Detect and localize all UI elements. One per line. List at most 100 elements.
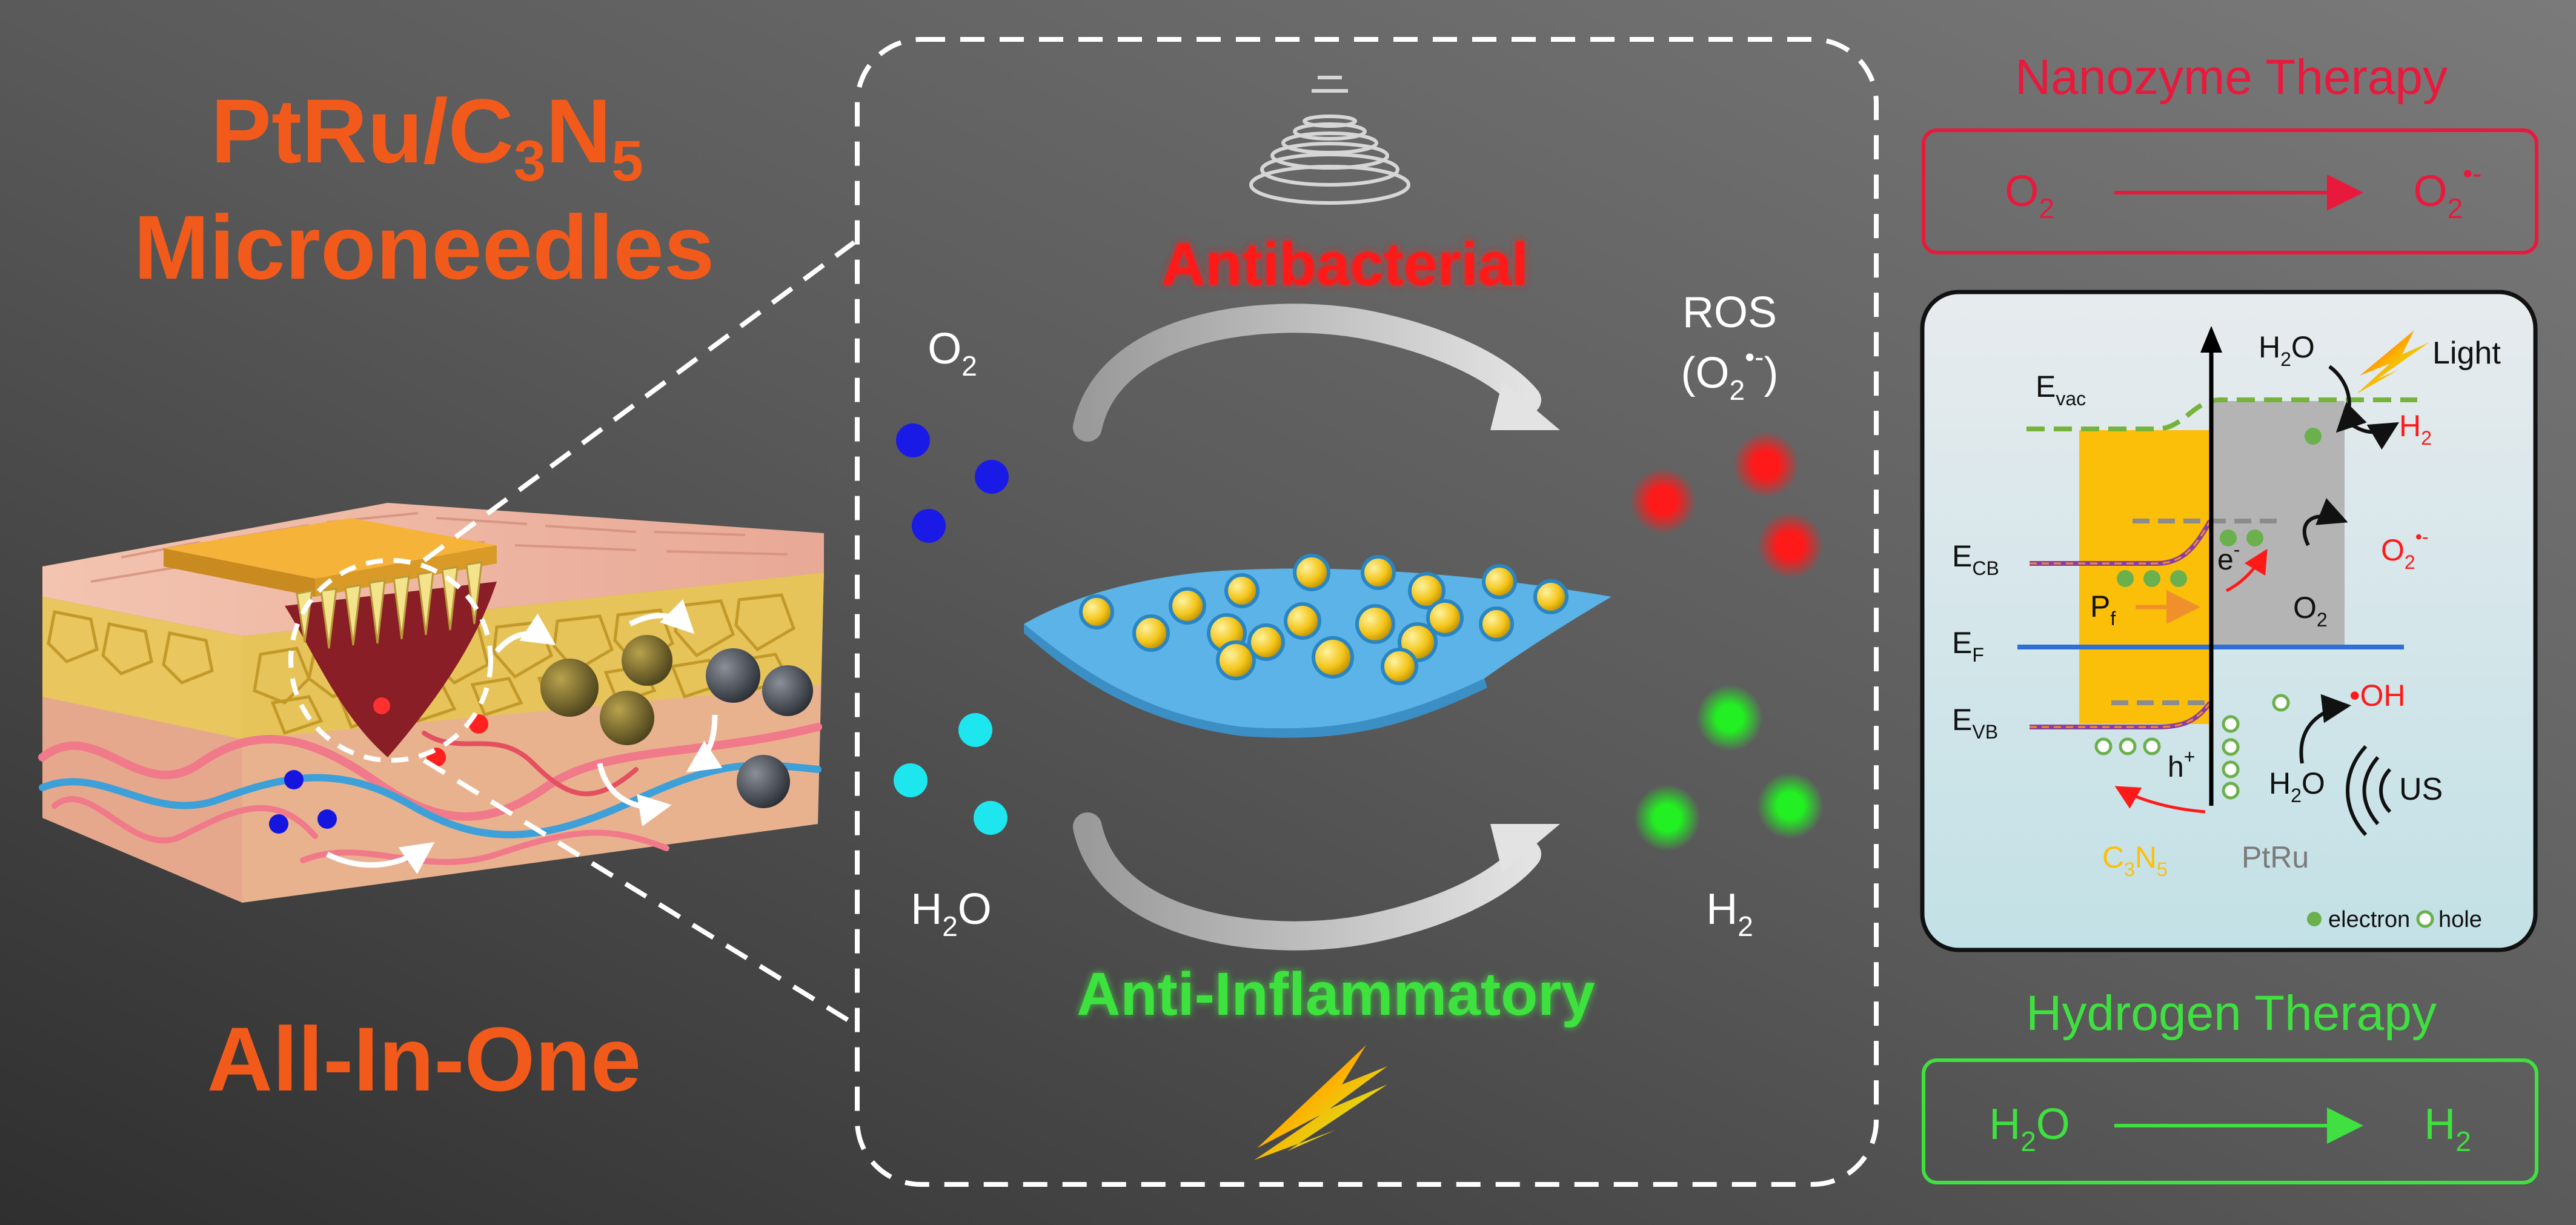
h2-label: H2 xyxy=(1706,885,1753,942)
svg-text:Anti-Inflammatory: Anti-Inflammatory xyxy=(1077,960,1595,1028)
hydrogen-molecule-dot xyxy=(1757,772,1824,839)
hydrogen-therapy-title: Hydrogen Therapy xyxy=(2026,986,2437,1041)
water-molecule-dot xyxy=(958,713,992,747)
hydrogen-reactant: H2O xyxy=(1989,1100,2070,1157)
hole-dot xyxy=(2222,760,2240,778)
h2-out-arrow xyxy=(2349,422,2400,450)
ros-molecule-dot xyxy=(1757,512,1824,579)
hydrogen-product: H2 xyxy=(2424,1100,2471,1157)
evac-label: Evac xyxy=(2036,370,2086,410)
electron-dot xyxy=(2143,570,2160,587)
microneedles xyxy=(296,561,483,649)
hydrogen-molecule-dot xyxy=(1634,785,1701,851)
light-bolt-icon xyxy=(2357,330,2429,394)
ef-label: EF xyxy=(1952,626,1984,666)
o2-band-label: O2 xyxy=(2293,591,2328,631)
nanozyme-reaction-box xyxy=(1922,128,2538,254)
h2o-bottom-label: H2O xyxy=(2269,766,2325,806)
zoom-line-bottom xyxy=(422,758,856,1026)
electron-transfer-arrow xyxy=(2225,548,2268,593)
electron-dot xyxy=(2117,570,2134,587)
wound-cavity xyxy=(285,582,497,757)
ultrasound-waves-icon xyxy=(2346,745,2392,837)
svg-text:Anti-Inflammatory: Anti-Inflammatory xyxy=(1077,960,1595,1028)
hole-dot xyxy=(2222,715,2240,733)
ros-molecule-dot xyxy=(1630,468,1696,534)
hydrogen-molecule-dot xyxy=(1696,685,1763,751)
bacteria-cell xyxy=(622,635,672,686)
ros-formula: (O2•-) xyxy=(1681,341,1779,406)
microneedle-title-line1: PtRu/C3N5 xyxy=(211,80,643,193)
center-panel xyxy=(855,37,1879,1187)
nanozyme-reactant: O2 xyxy=(2005,167,2054,224)
svg-text:Antibacterial: Antibacterial xyxy=(1161,230,1529,298)
all-in-one-title: All-In-One xyxy=(207,1008,642,1110)
energy-axis-arrowhead xyxy=(2200,326,2222,353)
pf-label: Pf xyxy=(2090,589,2116,629)
left-title-group: PtRu/C3N5 Microneedles All-In-One xyxy=(134,80,715,1110)
electron-dot xyxy=(2170,570,2187,587)
ptru-band-label: PtRu xyxy=(2242,840,2309,874)
legend-hole-symbol xyxy=(2416,910,2434,928)
microneedle-patch-top xyxy=(164,518,497,579)
c3n5-band-label: C3N5 xyxy=(2102,840,2168,880)
nanozyme-product: O2•- xyxy=(2413,158,2481,224)
legend-electron-symbol xyxy=(2307,912,2322,926)
svg-text:Antibacterial: Antibacterial xyxy=(1161,230,1529,298)
legend-hole-label: hole xyxy=(2438,907,2482,932)
microneedle-patch-side xyxy=(315,545,497,597)
oh-generation-arrow xyxy=(2299,694,2351,764)
oh-radical-label: •OH xyxy=(2349,679,2406,712)
bacteria-cell xyxy=(600,691,654,745)
valence-band-bend xyxy=(2030,701,2213,729)
inactive-bacteria-cell xyxy=(762,665,813,716)
bacteria-cell xyxy=(540,659,599,717)
ros-molecule-dot xyxy=(1733,431,1799,498)
hole-transfer-arrow xyxy=(2114,786,2206,814)
electron-label: e- xyxy=(2217,539,2240,576)
nanozyme-therapy-title: Nanozyme Therapy xyxy=(2015,50,2448,105)
h2o-label: H2O xyxy=(911,885,992,942)
inactive-bacteria-cell xyxy=(706,648,760,703)
legend-electron-label: electron xyxy=(2328,907,2410,932)
oxygen-particle xyxy=(284,770,304,789)
h2-band-label: H2 xyxy=(2399,409,2432,449)
hplus-label: h+ xyxy=(2168,746,2195,783)
hole-dot xyxy=(2222,738,2240,756)
conduction-band-bend-overlay xyxy=(2030,520,2211,565)
process-arrows xyxy=(325,599,723,874)
hole-dot xyxy=(2094,737,2113,755)
ros-label: ROS xyxy=(1682,288,1777,337)
antibacterial-label: Antibacterial Antibacterial xyxy=(1161,230,1529,298)
oxygen-particle xyxy=(269,814,288,834)
ros-particle xyxy=(373,697,390,714)
o2-radical-band-label: O2•- xyxy=(2381,526,2429,573)
electron-dot xyxy=(2220,530,2237,546)
oxygen-particle xyxy=(317,809,337,829)
electron-dot xyxy=(2246,530,2263,546)
zoom-circle xyxy=(288,558,493,763)
hole-dot xyxy=(2119,737,2137,755)
o2-label: O2 xyxy=(928,325,977,382)
inactive-bacteria-cell xyxy=(737,755,790,808)
microneedle-patch-side xyxy=(164,548,315,597)
hole-dot xyxy=(2143,737,2161,755)
anti-inflammatory-label: Anti-Inflammatory Anti-Inflammatory xyxy=(1077,960,1595,1028)
ultrasound-icon xyxy=(1249,76,1410,205)
vacuum-level-line xyxy=(2027,397,2417,431)
skin-tissue-illustration xyxy=(38,503,824,903)
h2o-top-label: H2O xyxy=(2259,330,2315,370)
water-molecule-dot xyxy=(894,763,928,797)
hole-dot xyxy=(2272,694,2290,712)
oxygen-molecule-dot xyxy=(975,460,1009,494)
bottom-curved-arrow xyxy=(1073,812,1560,951)
microneedle-title-line2: Microneedles xyxy=(134,196,715,298)
light-lightning-icon xyxy=(1254,1045,1387,1160)
hydrogen-reaction-box xyxy=(1922,1058,2538,1184)
us-label: US xyxy=(2399,772,2443,807)
oxygen-molecule-dot xyxy=(896,423,930,457)
oxygen-molecule-dot xyxy=(912,509,946,543)
ptru-nanoparticles xyxy=(1079,554,1569,685)
top-curved-arrow xyxy=(1073,304,1560,442)
